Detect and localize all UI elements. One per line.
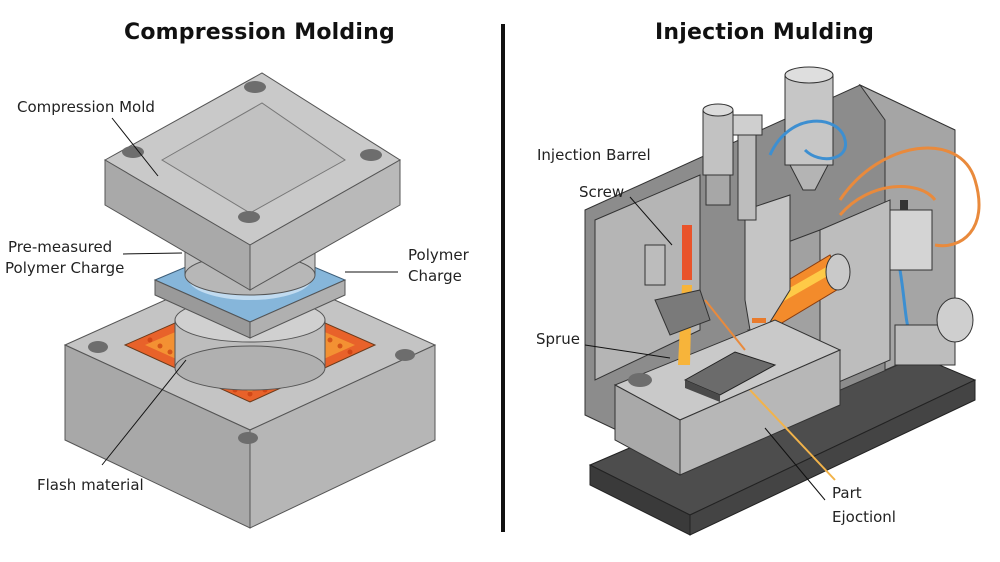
top-motor <box>784 66 834 191</box>
label-part-ejection-line2: Ejoctionl <box>832 508 896 526</box>
label-injection-barrel: Injection Barrel <box>537 146 651 164</box>
pump-motor <box>894 297 974 366</box>
left-motor <box>702 103 734 206</box>
molded-part <box>683 351 777 402</box>
injection-unit <box>731 114 791 357</box>
label-sprue: Sprue <box>536 330 580 348</box>
control-box <box>889 200 933 271</box>
screw-housing <box>644 244 711 336</box>
panel-divider <box>501 24 505 532</box>
label-compression-mold: Compression Mold <box>17 98 155 116</box>
injection-leader-lines <box>584 196 826 501</box>
label-pre-measured-line2: Polymer Charge <box>5 259 125 277</box>
upper-mold-plate <box>103 72 401 291</box>
compression-mold-illustration <box>63 72 437 529</box>
label-part-ejection-line1: Part <box>832 484 862 502</box>
injection-molding-title: Injection Mulding <box>655 20 875 45</box>
compression-molding-title: Compression Molding <box>124 20 395 45</box>
label-polymer-charge-line1: Polymer <box>408 246 469 264</box>
label-polymer-charge-line2: Charge <box>408 267 462 285</box>
leader-lines <box>101 117 398 466</box>
label-screw: Screw <box>579 183 625 201</box>
label-pre-measured-line1: Pre-measured <box>8 238 113 256</box>
label-flash-material: Flash material <box>37 476 144 494</box>
